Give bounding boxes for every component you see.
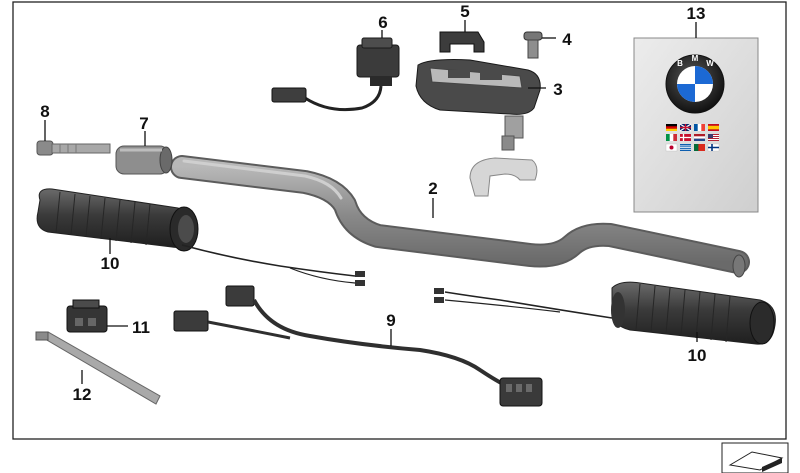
- callout-10-left: 10: [101, 254, 120, 273]
- callout-9: 9: [386, 311, 395, 330]
- callout-13: 13: [687, 4, 706, 23]
- cable-tie-part: [35, 331, 161, 405]
- switch-holder-part: [415, 59, 541, 197]
- bolt-part: [36, 140, 111, 156]
- clip-part: [439, 31, 485, 53]
- bmw-letter-m: M: [692, 54, 699, 63]
- handlebar-part: [170, 155, 750, 278]
- bar-end-weight-part: [115, 145, 173, 175]
- switch-part: [271, 37, 400, 112]
- bmw-logo: B M W: [665, 54, 725, 114]
- callout-10-right: 10: [688, 346, 707, 365]
- callout-4: 4: [562, 30, 572, 49]
- callout-8: 8: [40, 102, 49, 121]
- right-heated-grip-part: [434, 281, 776, 345]
- diagram-frame: [12, 1, 787, 440]
- callout-3: 3: [553, 80, 562, 99]
- leader-lines: [44, 20, 698, 384]
- left-heated-grip-part: [36, 188, 365, 286]
- diagram-symbol-icon: [721, 442, 789, 473]
- callout-12: 12: [73, 385, 92, 404]
- language-flags: [665, 123, 720, 152]
- callout-7: 7: [139, 114, 148, 133]
- wiring-harness-part: [173, 285, 543, 407]
- callout-2: 2: [428, 179, 437, 198]
- bmw-letter-w: W: [706, 59, 714, 68]
- callout-5: 5: [460, 2, 469, 21]
- callout-11: 11: [132, 318, 150, 337]
- screw-part: [523, 31, 543, 59]
- manual-part: B M W: [633, 37, 759, 213]
- connector-part: [66, 299, 108, 333]
- callout-6: 6: [378, 13, 387, 32]
- bmw-letter-b: B: [677, 59, 683, 68]
